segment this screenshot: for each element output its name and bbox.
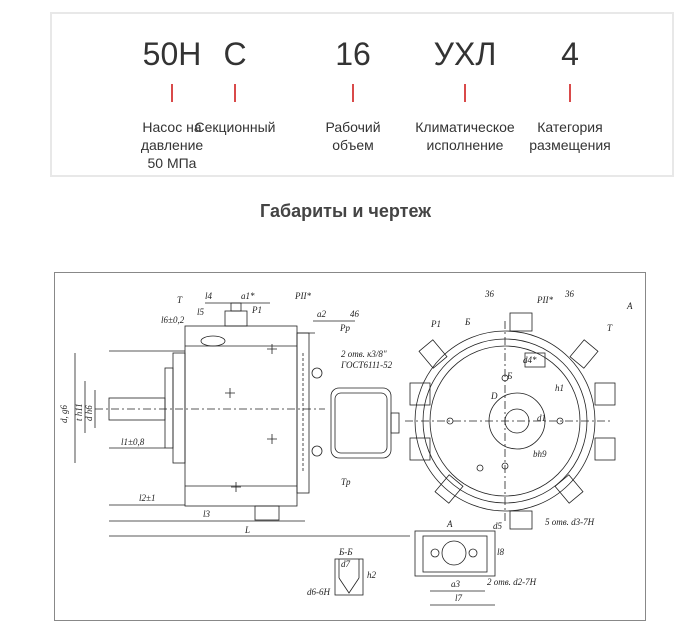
drawing-label: l7 <box>455 593 463 603</box>
drawing-svg: T l4 a1* PII* l5 l6±0,2 P1 a2 46 Pp 2 от… <box>59 289 633 606</box>
drawing-label: a3 <box>451 579 461 589</box>
section-heading: Габариты и чертеж <box>260 201 431 221</box>
drawing-label: d, g6 <box>59 405 69 424</box>
designation-desc: Насос на давление 50 МПа <box>140 119 204 171</box>
drawing-label: PII* <box>294 291 311 301</box>
drawing-label: d h6 <box>84 405 94 421</box>
drawing-label: Б-Б <box>338 547 353 557</box>
drawing-label: 36 <box>564 289 575 299</box>
section-bb <box>334 558 364 596</box>
drawing-label: a2 <box>317 309 327 319</box>
drawing-label: D <box>490 391 498 401</box>
drawing-label: d6-6H <box>307 587 330 597</box>
designation-tick <box>171 84 173 102</box>
drawing-label: P1 <box>430 319 441 329</box>
drawing-label: h1 <box>555 383 564 393</box>
designation-code: С <box>223 36 247 72</box>
drawing-label: l8 <box>497 547 505 557</box>
drawing-label: 2 отв. d2-7H <box>487 577 537 587</box>
designation-tick <box>352 84 354 102</box>
drawing-label: a1* <box>241 291 255 301</box>
drawing-label: d1 <box>537 413 546 423</box>
drawing-label: d7 <box>341 559 351 569</box>
drawing-label: A <box>626 301 633 311</box>
technical-drawing: T l4 a1* PII* l5 l6±0,2 P1 a2 46 Pp 2 от… <box>54 272 646 621</box>
view-a <box>414 530 496 577</box>
designation-desc: Категория размещения <box>529 119 611 153</box>
drawing-label: t h11 <box>74 403 84 421</box>
pump-body <box>184 325 298 507</box>
drawing-label: L <box>244 525 250 535</box>
drawing-label: 46 <box>350 309 360 319</box>
drawing-label: Tp <box>341 477 351 487</box>
designation-desc: Климатическое исполнение <box>415 119 515 153</box>
drawing-label: d4* <box>523 355 537 365</box>
drawing-label: Б <box>464 317 471 327</box>
drawing-label: l4 <box>205 291 213 301</box>
designation-tick <box>464 84 466 102</box>
drawing-label: A <box>446 519 453 529</box>
designation-code: 50Н <box>142 36 202 72</box>
drawing-label: T <box>607 323 613 333</box>
designation-code: УХЛ <box>433 36 497 72</box>
drawing-label: Б <box>506 371 513 381</box>
drawing-label: 2 отв. к3/8" <box>341 349 387 359</box>
designation-code: 16 <box>335 36 371 72</box>
drawing-label: ГОСТ6111-52 <box>340 360 393 370</box>
drawing-label: l2±1 <box>139 493 155 503</box>
designation-tick <box>234 84 236 102</box>
drawing-label: T <box>177 295 183 305</box>
front-view-outer <box>414 330 596 512</box>
drawing-label: Pp <box>339 323 350 333</box>
designation-tick <box>569 84 571 102</box>
port-bosses <box>409 312 616 530</box>
drawing-label: 36 <box>484 289 495 299</box>
drawing-label: l3 <box>203 509 211 519</box>
designation-desc: Рабочий объем <box>325 119 381 153</box>
drawing-label: bh9 <box>533 449 547 459</box>
drawing-label: l1±0,8 <box>121 437 145 447</box>
designation-desc: Секционный <box>194 119 276 135</box>
drawing-label: PII* <box>536 295 553 305</box>
drawing-label: 5 отв. d3-7H <box>545 517 595 527</box>
designation-panel: 50Н Насос на давление 50 МПа С Секционны… <box>50 12 674 177</box>
drawing-label: l5 <box>197 307 205 317</box>
valve-block <box>330 387 392 459</box>
drawing-labels: T l4 a1* PII* l5 l6±0,2 P1 a2 46 Pp 2 от… <box>59 289 633 603</box>
drawing-label: P1 <box>251 305 262 315</box>
drawing-label: h2 <box>367 570 377 580</box>
drawing-label: d5 <box>493 521 503 531</box>
drawing-label: l6±0,2 <box>161 315 185 325</box>
pump-flange <box>172 352 186 464</box>
designation-code: 4 <box>561 36 579 72</box>
